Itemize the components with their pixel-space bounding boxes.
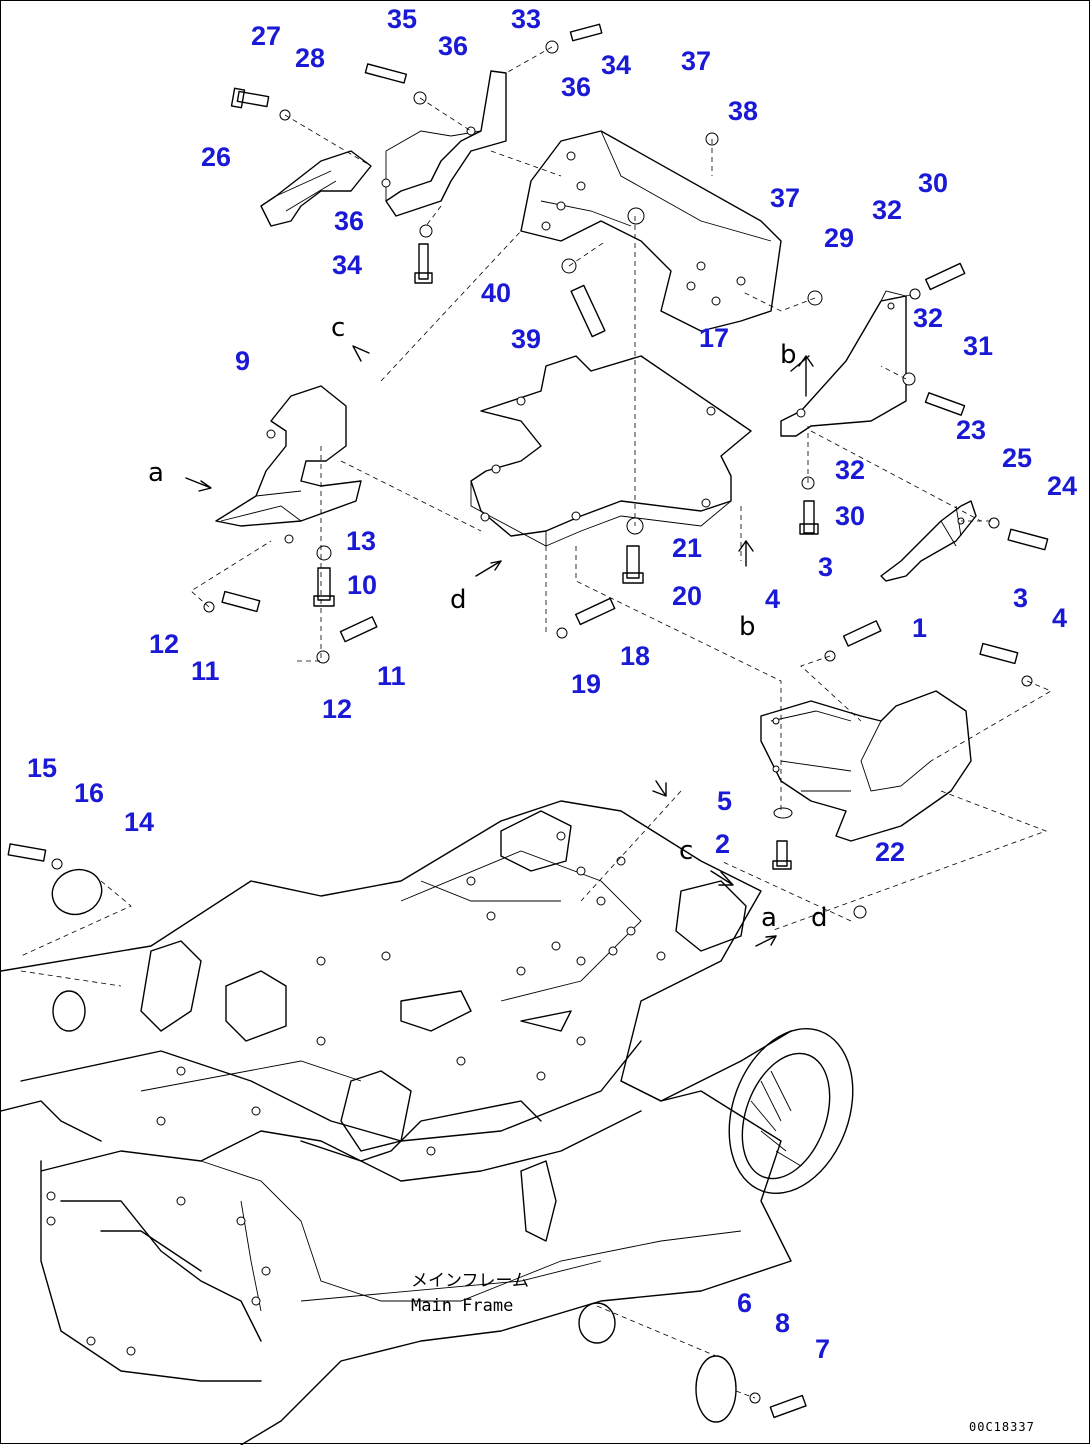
callout-23: 23 [956, 415, 986, 445]
callout-30: 30 [835, 501, 865, 531]
callout-39: 39 [511, 324, 541, 354]
assembly-lines [20, 46, 1052, 1399]
callout-37: 37 [681, 46, 711, 76]
reference-arrows [185, 345, 814, 947]
callout-10: 10 [347, 570, 377, 600]
ref-d: d [811, 903, 828, 933]
part-26 [260, 150, 372, 227]
callout-2: 2 [715, 829, 730, 859]
callout-29: 29 [824, 223, 854, 253]
callout-35: 35 [387, 4, 417, 34]
callout-36: 36 [561, 72, 591, 102]
part-9 [215, 385, 362, 527]
callout-36: 36 [438, 31, 468, 61]
callout-32: 32 [835, 455, 865, 485]
ref-c: c [679, 836, 693, 866]
callout-26: 26 [201, 142, 231, 172]
callout-21: 21 [672, 533, 702, 563]
callout-14: 14 [124, 807, 154, 837]
callout-17: 17 [699, 323, 729, 353]
part-29 [780, 295, 907, 437]
callout-8: 8 [775, 1308, 790, 1338]
callout-1: 1 [912, 613, 927, 643]
callout-25: 25 [1002, 443, 1032, 473]
callout-20: 20 [672, 581, 702, 611]
callout-11: 11 [191, 656, 220, 686]
callout-19: 19 [571, 669, 601, 699]
main-frame-label-en: Main Frame [411, 1296, 513, 1316]
callout-31: 31 [963, 331, 993, 361]
callout-5: 5 [717, 786, 732, 816]
callout-32: 32 [913, 303, 943, 333]
callout-36: 36 [334, 206, 364, 236]
part-1 [760, 690, 972, 842]
fasteners [7, 23, 1049, 1423]
callout-12: 12 [149, 629, 179, 659]
main-frame-label-jp: メインフレーム [411, 1271, 529, 1291]
callout-3: 3 [1013, 583, 1028, 613]
callout-37: 37 [770, 183, 800, 213]
drawing-number: 00C18337 [969, 1420, 1035, 1434]
callout-33: 33 [511, 4, 541, 34]
callout-15: 15 [27, 753, 57, 783]
callout-4: 4 [765, 584, 780, 614]
callout-18: 18 [620, 641, 650, 671]
callout-12: 12 [322, 694, 352, 724]
callout-27: 27 [251, 21, 281, 51]
callout-24: 24 [1047, 471, 1077, 501]
callout-13: 13 [346, 526, 376, 556]
callout-34: 34 [332, 250, 362, 280]
ref-c: c [331, 313, 345, 343]
callout-9: 9 [235, 346, 250, 376]
callout-34: 34 [601, 50, 631, 80]
ref-d: d [450, 585, 467, 615]
callout-labels: 1 2 3 3 4 4 5 6 7 8 9 10 11 11 12 12 13 … [27, 4, 1077, 1364]
callout-11: 11 [377, 661, 406, 691]
reference-letters: a a b b c c d d [148, 313, 828, 933]
ref-b: b [739, 612, 756, 642]
frame-hole-cover-6 [578, 1302, 616, 1344]
part-38 [520, 130, 782, 332]
callout-28: 28 [295, 43, 325, 73]
callout-4: 4 [1052, 603, 1067, 633]
ref-b: b [780, 340, 797, 370]
part-17 [470, 355, 752, 537]
frame-hole-cover-14 [52, 990, 86, 1032]
main-frame [1, 800, 854, 1445]
ref-a: a [761, 903, 777, 933]
frame-holes [46, 831, 666, 1356]
part-33 [385, 70, 507, 217]
part-23 [880, 500, 977, 582]
callout-3: 3 [818, 552, 833, 582]
callout-30: 30 [918, 168, 948, 198]
callout-40: 40 [481, 278, 511, 308]
callout-38: 38 [728, 96, 758, 126]
callout-7: 7 [815, 1334, 830, 1364]
callout-32: 32 [872, 195, 902, 225]
callout-6: 6 [737, 1288, 752, 1318]
callout-16: 16 [74, 778, 104, 808]
callout-22: 22 [875, 837, 905, 867]
ref-a: a [148, 458, 164, 488]
